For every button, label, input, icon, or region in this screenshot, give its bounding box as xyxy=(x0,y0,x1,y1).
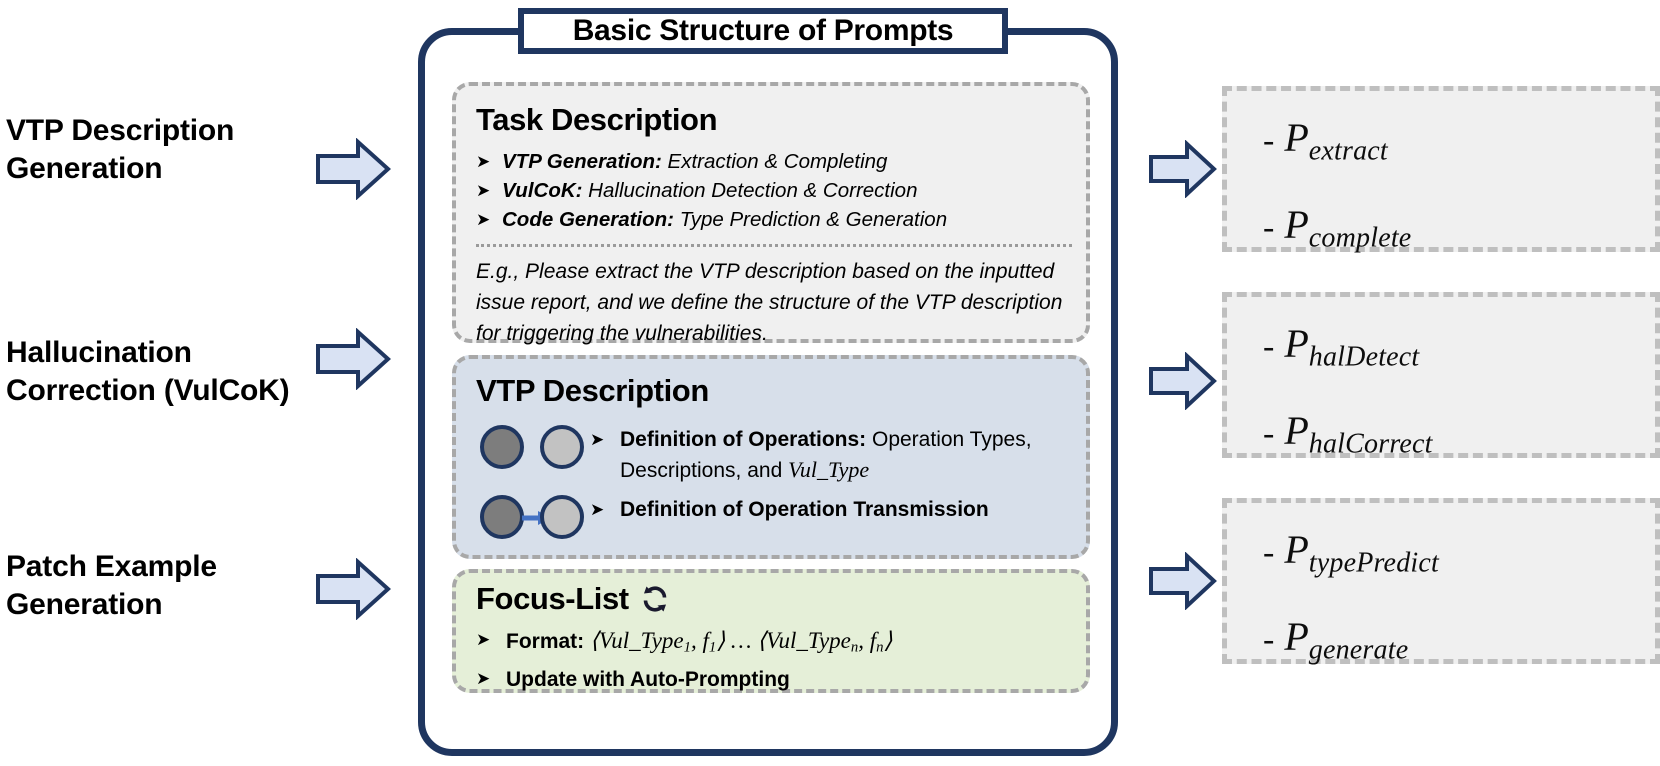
right-block-arrow-icon-output-2 xyxy=(1148,552,1218,610)
stage-label-vtp-description-generation: VTP Description Generation xyxy=(6,114,235,186)
panel-focus-list: Focus-List ➤ Format: ⟨Vul_Type1, f1⟩ … ⟨… xyxy=(452,569,1090,693)
output-subscript: extract xyxy=(1308,135,1388,167)
focus-math-3: ⟩ … ⟨Vul_Type xyxy=(716,628,851,653)
bullet-arrow-icon: ➤ xyxy=(476,630,491,650)
output-formula: - PhalDetect xyxy=(1263,307,1655,394)
vtp-row-label: Definition of Operation Transmission xyxy=(620,498,989,521)
list-item: ➤ Definition of Operations: Operation Ty… xyxy=(478,425,1078,486)
focus-sub-2: 1 xyxy=(708,639,717,656)
task-bullet-label: VulCoK: xyxy=(502,179,583,202)
output-dash: - xyxy=(1263,209,1275,247)
output-box-vtp-generation: - Pextract - Pcomplete xyxy=(1222,86,1660,254)
focus-math-4: , f xyxy=(858,628,877,653)
stage-label-hallucination-correction: Hallucination Correction (VulCoK) xyxy=(6,336,290,408)
output-symbol: P xyxy=(1284,408,1309,454)
output-symbol: P xyxy=(1284,202,1309,248)
task-example-text: E.g., Please extract the VTP description… xyxy=(476,260,1063,345)
output-formula: - Pextract xyxy=(1263,101,1655,188)
focus-list-items: ➤ Format: ⟨Vul_Type1, f1⟩ … ⟨Vul_Typen, … xyxy=(476,625,1076,695)
output-subscript: halCorrect xyxy=(1308,428,1433,460)
output-dash: - xyxy=(1263,328,1275,365)
node-dark-icon xyxy=(480,425,524,469)
task-bullet-text: Hallucination Detection & Correction xyxy=(582,179,918,202)
output-dash: - xyxy=(1263,534,1275,571)
panel-title-focus-list: Focus-List xyxy=(476,581,629,616)
list-item: ➤ Format: ⟨Vul_Type1, f1⟩ … ⟨Vul_Typen, … xyxy=(476,625,1076,664)
focus-sub-3: n xyxy=(850,639,859,656)
bullet-arrow-icon: ➤ xyxy=(476,181,491,201)
right-block-arrow-icon-output-1 xyxy=(1148,352,1218,410)
output-dash: - xyxy=(1263,122,1275,159)
vtp-row-text: Operation Types, Descriptions, and xyxy=(620,428,1032,482)
right-block-arrow-icon-input-1 xyxy=(314,328,392,390)
right-block-arrow-icon-output-0 xyxy=(1148,140,1218,198)
output-formula: - PhalCorrect xyxy=(1263,394,1655,481)
node-dark-icon xyxy=(480,495,524,539)
stage-label-patch-example-generation: Patch Example Generation xyxy=(6,550,217,622)
output-dash: - xyxy=(1263,621,1275,659)
two-nodes-icon xyxy=(478,425,590,471)
bullet-arrow-icon: ➤ xyxy=(590,500,605,520)
focus-sub-4: n xyxy=(876,639,884,656)
focus-math-5: ⟩ xyxy=(883,628,893,653)
divider xyxy=(476,244,1072,247)
output-formula: - PtypePredict xyxy=(1263,513,1655,600)
list-item: ➤ VulCoK: Hallucination Detection & Corr… xyxy=(476,177,1076,205)
two-nodes-arrow-icon xyxy=(478,495,590,541)
list-item: ➤ VTP Generation: Extraction & Completin… xyxy=(476,148,1076,176)
focus-list-header: Focus-List xyxy=(476,581,671,617)
list-item: ➤ Code Generation: Type Prediction & Gen… xyxy=(476,206,1076,234)
diagram-title-box: Basic Structure of Prompts xyxy=(518,8,1008,54)
task-bullet-text: Extraction & Completing xyxy=(661,150,888,173)
output-subscript: halDetect xyxy=(1308,341,1420,373)
panel-title-task-description: Task Description xyxy=(476,102,718,137)
focus-row-label: Update with Auto-Prompting xyxy=(506,667,790,691)
output-symbol: P xyxy=(1284,115,1309,160)
bullet-arrow-icon: ➤ xyxy=(590,430,605,450)
output-subscript: generate xyxy=(1308,634,1409,666)
focus-row-label: Format: xyxy=(506,630,585,653)
output-formula: - Pgenerate xyxy=(1263,600,1655,687)
output-formula: - Pcomplete xyxy=(1263,188,1655,275)
focus-math-1: ⟨Vul_Type xyxy=(589,628,684,653)
bullet-arrow-icon: ➤ xyxy=(476,668,491,689)
list-item: ➤ Definition of Operation Transmission xyxy=(478,495,1078,541)
panel-vtp-description: VTP Description ➤ Definition of Operatio… xyxy=(452,355,1090,559)
output-subscript: complete xyxy=(1308,222,1412,254)
list-item: ➤ Update with Auto-Prompting xyxy=(476,664,1076,695)
bullet-arrow-icon: ➤ xyxy=(476,152,491,172)
output-subscript: typePredict xyxy=(1308,547,1439,579)
right-block-arrow-icon-input-0 xyxy=(314,138,392,200)
bullet-arrow-icon: ➤ xyxy=(476,210,491,230)
output-symbol: P xyxy=(1284,527,1309,572)
node-light-icon xyxy=(540,425,584,469)
output-dash: - xyxy=(1263,415,1275,453)
page-title: Basic Structure of Prompts xyxy=(572,14,954,47)
output-box-hallucination-correction: - PhalDetect - PhalCorrect xyxy=(1222,292,1660,460)
panel-task-description: Task Description ➤ VTP Generation: Extra… xyxy=(452,82,1090,345)
vtp-row-math: Vul_Type xyxy=(788,457,870,482)
output-symbol: P xyxy=(1284,614,1309,660)
task-bullet-label: Code Generation: xyxy=(502,208,674,231)
panel-title-vtp-description: VTP Description xyxy=(476,373,709,408)
task-bullet-list: ➤ VTP Generation: Extraction & Completin… xyxy=(476,148,1076,235)
node-light-icon xyxy=(540,495,584,539)
vtp-row-label: Definition of Operations: xyxy=(620,428,867,451)
focus-sub-1: 1 xyxy=(683,639,691,656)
output-symbol: P xyxy=(1284,321,1309,366)
refresh-cycle-icon xyxy=(639,584,671,614)
output-box-patch-example-generation: - PtypePredict - Pgenerate xyxy=(1222,498,1660,666)
right-block-arrow-icon-input-2 xyxy=(314,558,392,620)
task-bullet-label: VTP Generation: xyxy=(502,150,662,173)
focus-math-2: , f xyxy=(691,628,709,653)
task-bullet-text: Type Prediction & Generation xyxy=(674,208,948,231)
